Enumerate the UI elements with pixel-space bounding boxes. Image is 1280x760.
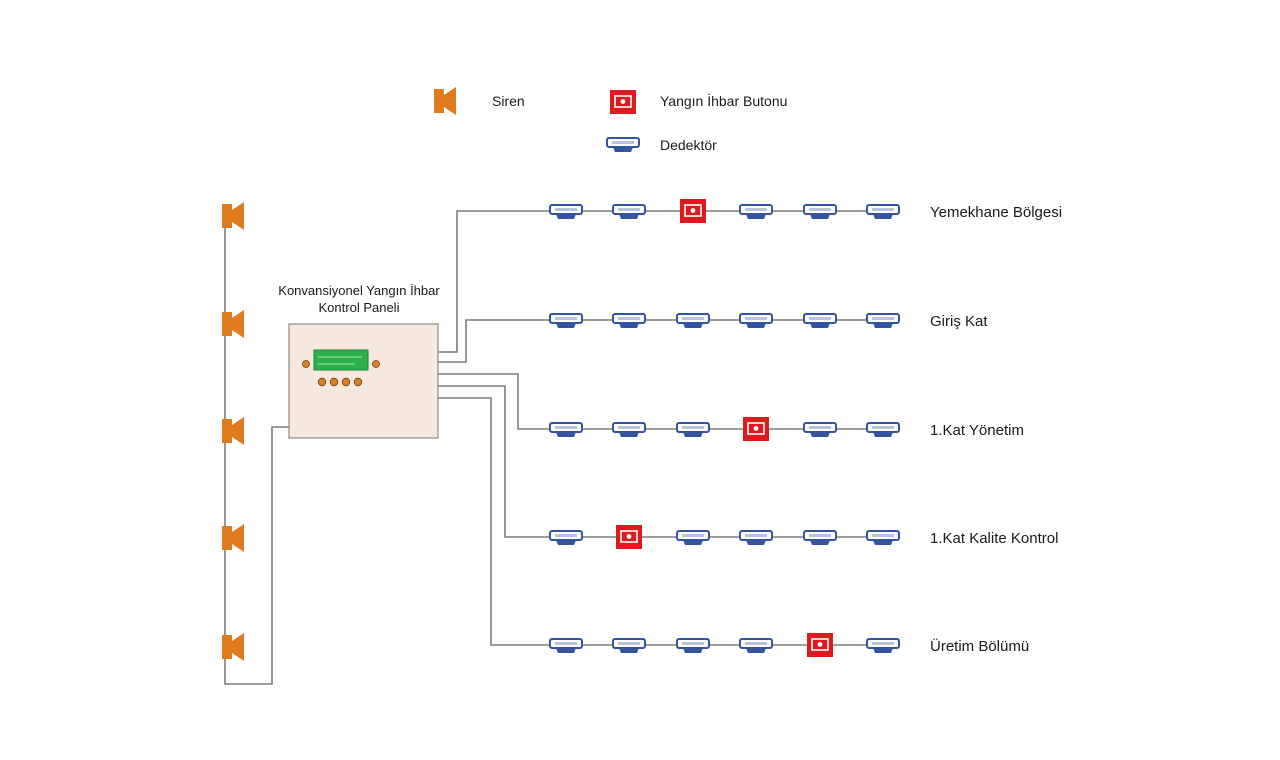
siren-loop (222, 202, 289, 685)
detector-icon (676, 530, 710, 546)
detector-icon (549, 638, 583, 654)
detector-icon (612, 638, 646, 654)
siren-icon (222, 310, 244, 338)
legend-detector-label: Dedektör (660, 137, 717, 153)
detector-icon (739, 204, 773, 220)
zone-label: 1.Kat Kalite Kontrol (930, 530, 1058, 547)
panel-led (302, 360, 310, 368)
detector-icon (549, 422, 583, 438)
zone-wire (438, 210, 900, 353)
panel-title-line1: Konvansiyonel Yangın İhbar (278, 283, 440, 298)
panel-led (372, 360, 380, 368)
siren-icon (222, 202, 244, 230)
detector-icon (739, 530, 773, 546)
detector-icon (866, 204, 900, 220)
detector-icon (866, 638, 900, 654)
detector-icon (676, 638, 710, 654)
zone-wire (438, 373, 900, 430)
zone-label: Giriş Kat (930, 313, 988, 330)
detector-icon (612, 313, 646, 329)
detector-icon (866, 530, 900, 546)
panel-lcd-display (313, 349, 369, 371)
panel-key (317, 377, 327, 387)
fire-alarm-button-icon (679, 198, 707, 224)
zone-label: Üretim Bölümü (930, 637, 1029, 655)
detector-icon (676, 422, 710, 438)
legend-detector: Dedektör (606, 137, 717, 153)
zone-row: Üretim Bölümü (549, 632, 1029, 658)
zone-label: 1.Kat Yönetim (930, 422, 1024, 439)
detector-icon (549, 204, 583, 220)
panel-box (288, 323, 439, 439)
siren-icon (222, 633, 244, 661)
detector-icon (739, 313, 773, 329)
panel-key (353, 377, 363, 387)
detector-icon (803, 530, 837, 546)
zone-row: 1.Kat Kalite Kontrol (549, 524, 1058, 550)
detector-icon (866, 422, 900, 438)
legend-siren: Siren (434, 87, 525, 115)
detector-icon (549, 313, 583, 329)
detector-icon (612, 422, 646, 438)
detector-icon (803, 204, 837, 220)
legend-button-label: Yangın İhbar Butonu (660, 92, 787, 109)
fire-alarm-button-icon (615, 524, 643, 550)
detector-icon (803, 313, 837, 329)
zone-wire (438, 385, 900, 538)
siren-icon (222, 417, 244, 445)
detector-icon (606, 137, 640, 153)
legend-button: Yangın İhbar Butonu (609, 89, 787, 115)
control-panel: Konvansiyonel Yangın İhbar Kontrol Panel… (278, 283, 440, 439)
zone-label: Yemekhane Bölgesi (930, 204, 1062, 221)
legend-siren-label: Siren (492, 93, 525, 109)
siren-icon (434, 87, 456, 115)
detector-icon (612, 204, 646, 220)
detector-icon (739, 638, 773, 654)
fire-alarm-button-icon (742, 416, 770, 442)
zone-wire (438, 319, 900, 363)
siren-icon (222, 524, 244, 552)
panel-key (341, 377, 351, 387)
fire-alarm-button-icon (806, 632, 834, 658)
zone-wire (438, 397, 900, 646)
zone-row: Yemekhane Bölgesi (549, 198, 1062, 224)
detector-icon (866, 313, 900, 329)
legend: Siren Yangın İhbar Butonu Dedektör (434, 87, 787, 153)
zone-row: 1.Kat Yönetim (549, 416, 1024, 442)
fire-alarm-button-icon (609, 89, 637, 115)
detector-icon (676, 313, 710, 329)
panel-key (329, 377, 339, 387)
detector-icon (549, 530, 583, 546)
detector-icon (803, 422, 837, 438)
zone-row: Giriş Kat (549, 313, 988, 330)
panel-title-line2: Kontrol Paneli (319, 300, 400, 315)
